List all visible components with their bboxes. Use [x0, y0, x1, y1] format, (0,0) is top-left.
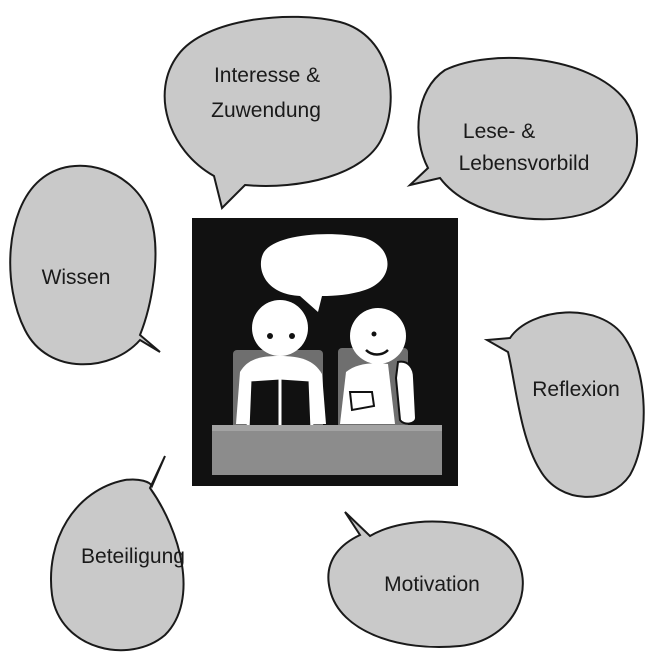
listener-arm — [394, 360, 418, 425]
pictogram-speech-bubble — [260, 234, 388, 312]
bubble-role-model-line2: Lebensvorbild — [459, 152, 590, 175]
reading-together-pictogram — [192, 218, 458, 486]
listener-arm-front — [348, 391, 376, 412]
bubble-knowledge: Wissen — [9, 164, 161, 366]
table-edge — [212, 425, 442, 431]
bubble-motivation-label: Motivation — [384, 573, 480, 596]
listener-eye — [371, 331, 377, 337]
reader-eye-left — [267, 333, 273, 339]
bubble-interest-line2: Zuwendung — [211, 99, 321, 122]
bubble-role-model-line1: Lese- & — [463, 120, 535, 143]
svg-text:Lese- & Lebensvorbild: Lese- & Lebensvorbild — [459, 120, 590, 175]
bubble-reflection-label: Reflexion — [532, 378, 620, 401]
table — [212, 425, 442, 475]
listener-head — [350, 308, 406, 364]
bubble-interest-shape — [163, 15, 392, 210]
bubble-motivation-shape — [327, 511, 524, 648]
svg-text:Interesse & Zuwendung: Interesse & Zuwendung — [211, 64, 326, 122]
reader-eye-right — [289, 333, 295, 339]
bubble-motivation: Motivation — [327, 511, 524, 648]
bubble-reflection: Reflexion — [483, 311, 645, 498]
bubble-interest: Interesse & Zuwendung — [163, 15, 392, 210]
bubble-role-model-shape — [406, 57, 639, 221]
bubble-participation: Beteiligung — [50, 455, 185, 652]
bubble-knowledge-label: Wissen — [42, 266, 111, 289]
bubble-participation-shape — [50, 455, 185, 652]
bubble-knowledge-shape — [9, 164, 161, 366]
reader-head — [252, 300, 308, 356]
bubble-participation-label: Beteiligung — [81, 545, 185, 568]
bubble-role-model: Lese- & Lebensvorbild — [406, 57, 639, 221]
bubble-reflection-shape — [483, 311, 645, 498]
bubble-interest-line1: Interesse & — [214, 64, 320, 87]
listener-smile — [365, 349, 389, 356]
